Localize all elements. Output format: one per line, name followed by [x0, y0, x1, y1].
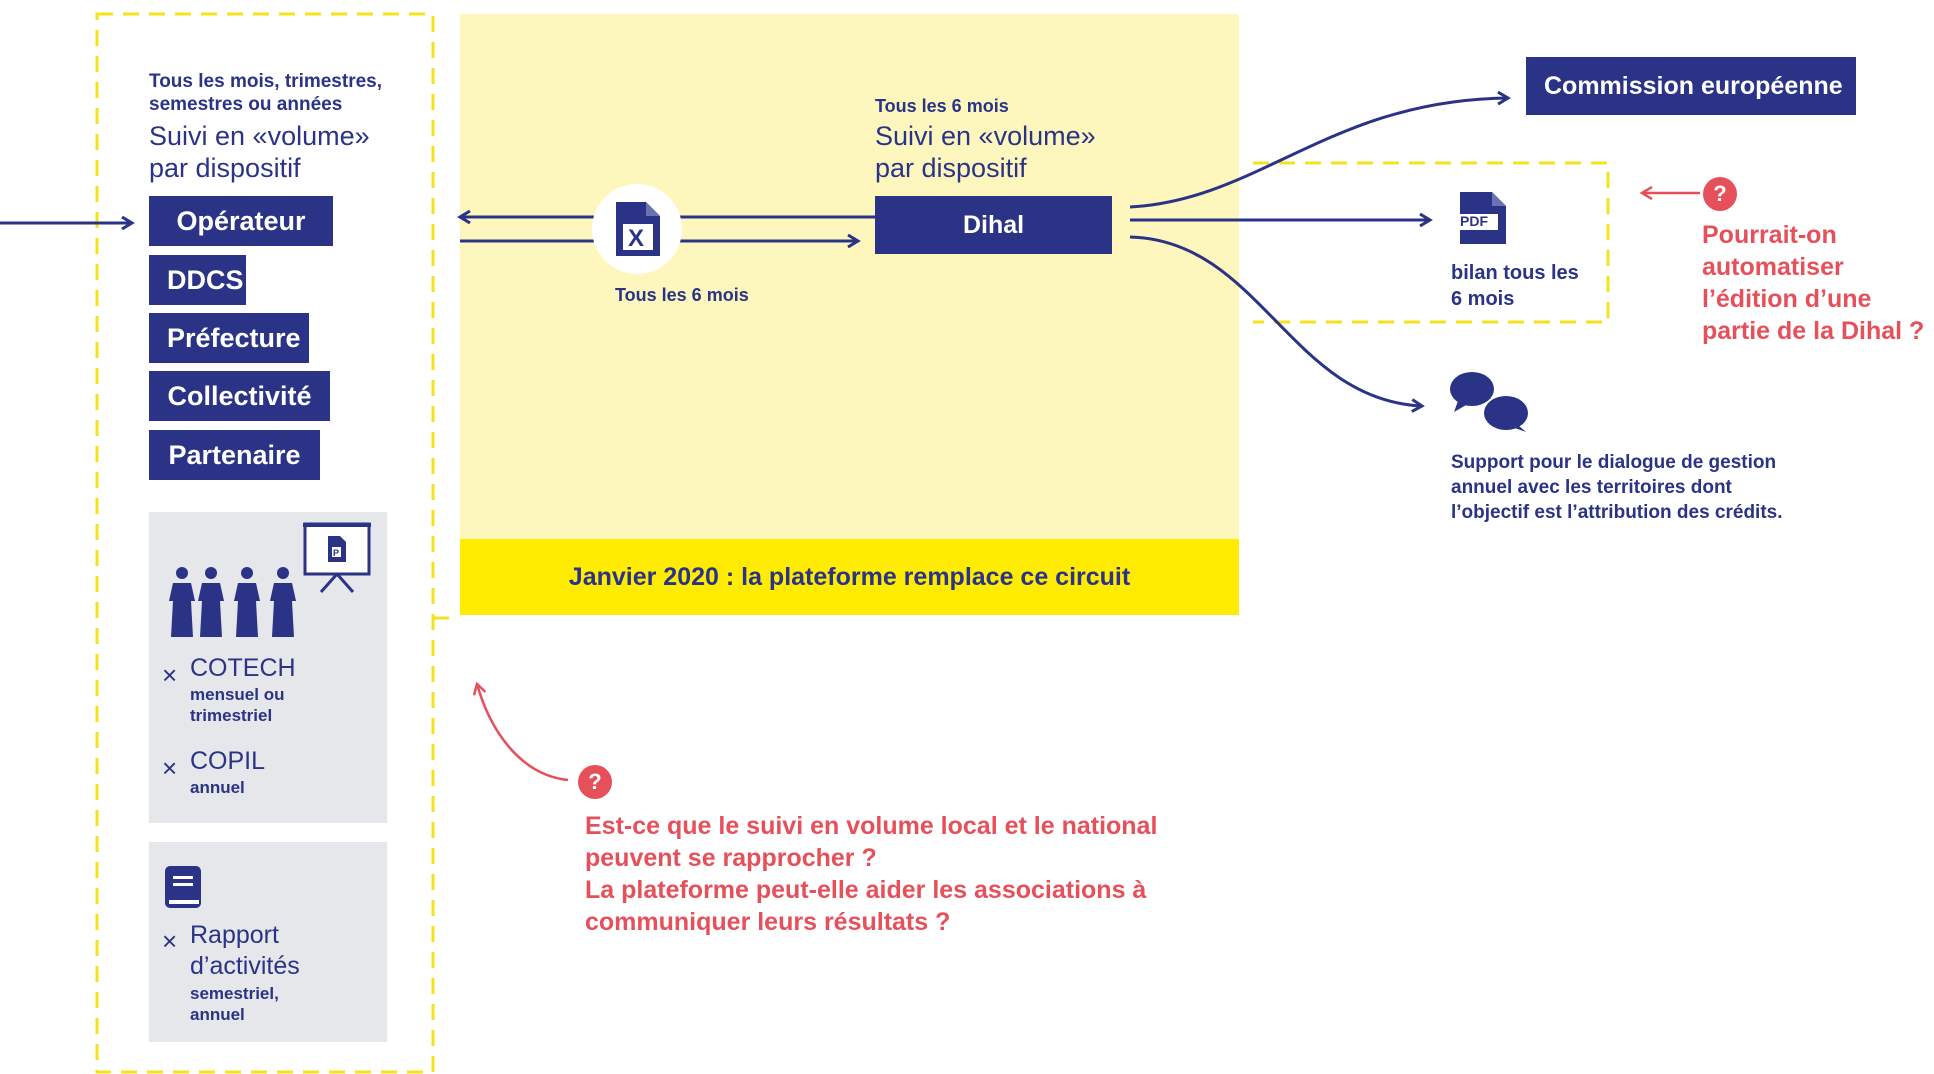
support-text: Support pour le dialogue de gestion annu… — [1451, 452, 1783, 523]
people-group-icon — [169, 567, 296, 637]
left-dashed-outline — [95, 12, 435, 1074]
actor-ddcs[interactable]: DDCS — [149, 255, 246, 305]
arrow-to-support — [1129, 235, 1422, 406]
pdf-file-icon: PDF — [1458, 190, 1510, 246]
cotech-label: COTECH — [190, 654, 296, 682]
actor-partenaire[interactable]: Partenaire — [149, 430, 320, 480]
dihal-tracking-line1: Suivi en «volume» — [875, 121, 1096, 151]
copil-x-icon: × — [162, 753, 178, 783]
actor-operateur[interactable]: Opérateur — [149, 196, 333, 246]
report-label: Rapport d’activités — [190, 921, 300, 980]
actor-prefecture[interactable]: Préfecture — [149, 313, 309, 363]
question-2-line1: Est-ce que le suivi en volume local et l… — [585, 812, 1158, 872]
question-2-line2: La plateforme peut-elle aider les associ… — [585, 876, 1147, 936]
report-x-icon: × — [162, 926, 178, 956]
copil-freq: annuel — [190, 778, 245, 797]
book-icon — [165, 866, 201, 908]
banner-text: Janvier 2020 : la plateforme remplace ce… — [568, 562, 1131, 591]
speech-bubbles-icon — [1450, 372, 1528, 432]
platform-banner: Janvier 2020 : la plateforme remplace ce… — [460, 539, 1239, 615]
commission-box[interactable]: Commission européenne — [1526, 57, 1856, 115]
question-mark-2: ? — [578, 765, 612, 799]
dihal-tracking-line2: par dispositif — [875, 153, 1027, 183]
report-freq: semestriel, annuel — [190, 984, 279, 1024]
svg-text:X: X — [628, 225, 644, 252]
presentation-board-icon: P — [303, 522, 371, 593]
excel-file-icon: X — [592, 184, 682, 274]
left-frequency: Tous les mois, trimestres, semestres ou … — [149, 71, 383, 115]
question-1-text: Pourrait-on automatiser l’édition d’une … — [1702, 221, 1925, 345]
pdf-dashed-outline — [1253, 161, 1610, 324]
question-mark-1: ? — [1703, 177, 1737, 211]
arrow-to-commission — [1129, 98, 1508, 209]
cotech-freq: mensuel ou trimestriel — [190, 685, 285, 725]
copil-label: COPIL — [190, 747, 266, 775]
bilan-text: bilan tous les 6 mois — [1451, 262, 1579, 310]
actor-collectivite[interactable]: Collectivité — [149, 371, 330, 421]
dihal-frequency: Tous les 6 mois — [875, 96, 1009, 116]
dihal-box[interactable]: Dihal — [875, 196, 1112, 254]
red-arrow-q2 — [477, 684, 569, 782]
platform-zone — [460, 14, 1239, 539]
cotech-x-icon: × — [162, 660, 178, 690]
question-mark-2-text: ? — [588, 769, 602, 794]
pdf-icon-text: PDF — [1460, 213, 1488, 229]
excel-caption: Tous les 6 mois — [615, 285, 749, 305]
svg-text:P: P — [333, 548, 339, 558]
left-tracking-line1: Suivi en «volume» — [149, 121, 370, 151]
left-tracking-line2: par dispositif — [149, 153, 301, 183]
question-mark-1-text: ? — [1713, 181, 1727, 206]
